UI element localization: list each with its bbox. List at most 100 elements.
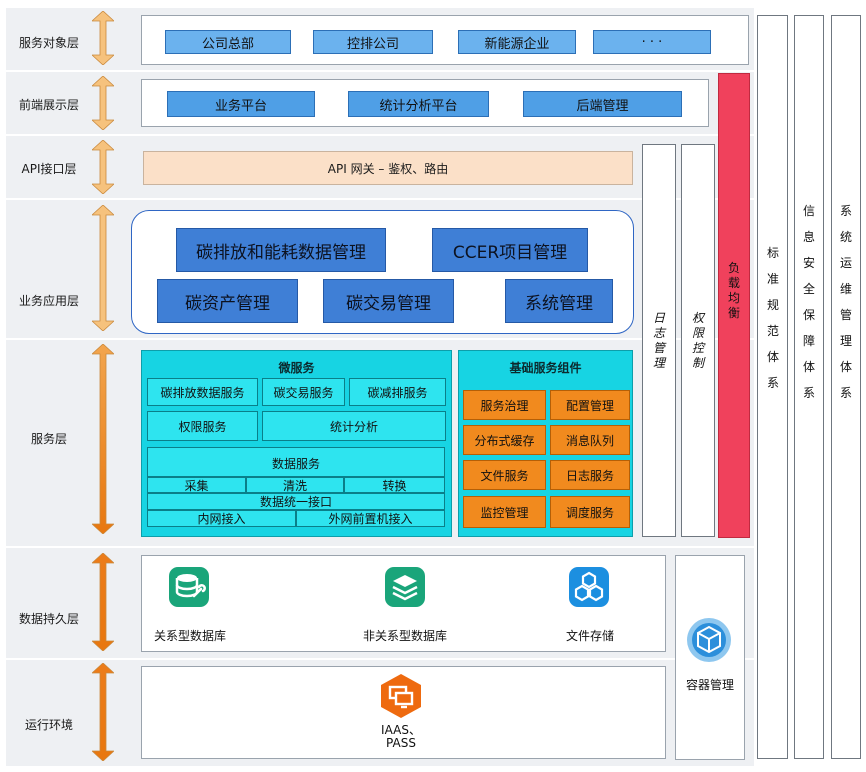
load-balance-label: 负载均衡 [727, 262, 741, 322]
vertical-char: 权 [691, 311, 704, 325]
layer-label-service-object: 服务对象层 [18, 36, 79, 50]
api-gateway: API 网关 – 鉴权、路由 [143, 151, 633, 185]
layer-label-api: API接口层 [21, 162, 77, 176]
vertical-char: 衡 [727, 306, 740, 320]
data-service-extranet: 外网前置机接入 [296, 510, 445, 527]
base-component-queue: 消息队列 [550, 425, 630, 455]
layers-stack-icon [383, 565, 427, 613]
business-app-ccer: CCER项目管理 [432, 228, 588, 272]
microservice-trade: 碳交易服务 [262, 378, 345, 406]
layer-label-persistence: 数据持久层 [18, 612, 79, 626]
server-screens-icon [377, 672, 425, 724]
container-label: 容器管理 [685, 678, 734, 692]
hexagon-cluster-icon [567, 565, 611, 613]
vertical-char: 体 [766, 350, 779, 364]
double-headed-arrow-icon [92, 553, 114, 651]
vertical-char: 负 [727, 261, 740, 275]
vertical-char: 系 [839, 386, 852, 400]
security-column [794, 15, 824, 759]
log-management-column [642, 144, 676, 537]
vertical-char: 规 [766, 298, 779, 312]
vertical-char: 理 [839, 334, 852, 348]
frontend-business-platform: 业务平台 [167, 91, 315, 117]
data-service-box: 数据服务 [147, 447, 445, 477]
runtime-label-line1: IAAS、 [381, 723, 421, 737]
cube-box-icon [686, 617, 732, 667]
data-service-intranet: 内网接入 [147, 510, 296, 527]
vertical-char: 范 [766, 324, 779, 338]
vertical-char: 息 [802, 230, 815, 244]
vertical-char: 安 [802, 256, 815, 270]
business-app-carbon-asset: 碳资产管理 [157, 279, 298, 323]
double-headed-arrow-icon [92, 76, 114, 130]
base-component-file: 文件服务 [463, 460, 546, 490]
vertical-char: 日 [652, 311, 665, 325]
vertical-char: 准 [766, 272, 779, 286]
vertical-char: 系 [839, 204, 852, 218]
ops-column [831, 15, 861, 759]
standards-label: 标准规范体系 [766, 247, 780, 403]
vertical-char: 全 [802, 282, 815, 296]
base-component-cache: 分布式缓存 [463, 425, 546, 455]
vertical-char: 障 [802, 334, 815, 348]
double-headed-arrow-icon [92, 11, 114, 65]
service-object-new-energy: 新能源企业 [458, 30, 576, 54]
runtime-label-line2: PASS [386, 736, 416, 750]
service-object-more: · · · [593, 30, 711, 54]
vertical-char: 信 [802, 204, 815, 218]
data-service-collect: 采集 [147, 477, 246, 493]
vertical-char: 限 [691, 326, 704, 340]
frontend-backend-management: 后端管理 [523, 91, 682, 117]
database-wrench-icon [167, 565, 211, 613]
base-component-governance: 服务治理 [463, 390, 546, 420]
vertical-char: 维 [839, 282, 852, 296]
vertical-char: 系 [802, 386, 815, 400]
business-app-system-management: 系统管理 [505, 279, 613, 323]
permission-control-label: 权限控制 [691, 312, 705, 372]
business-app-emission-data: 碳排放和能耗数据管理 [176, 228, 386, 272]
vertical-char: 管 [839, 308, 852, 322]
data-service-clean: 清洗 [246, 477, 344, 493]
vertical-char: 志 [652, 326, 665, 340]
microservice-title: 微服务 [278, 361, 315, 375]
layer-label-business: 业务应用层 [18, 294, 79, 308]
vertical-char: 体 [802, 360, 815, 374]
data-service-interface: 数据统一接口 [147, 493, 445, 510]
vertical-char: 运 [839, 256, 852, 270]
double-headed-arrow-icon [92, 140, 114, 194]
microservice-permission: 权限服务 [147, 411, 258, 441]
double-headed-arrow-icon [92, 205, 114, 331]
layer-label-service: 服务层 [30, 432, 67, 446]
vertical-char: 管 [652, 341, 665, 355]
layer-label-frontend: 前端展示层 [18, 98, 79, 112]
vertical-char: 理 [652, 356, 665, 370]
double-headed-arrow-icon [92, 663, 114, 761]
vertical-char: 体 [839, 360, 852, 374]
microservice-statistics: 统计分析 [262, 411, 446, 441]
ops-label: 系统运维管理体系 [839, 205, 853, 413]
relational-db-label: 关系型数据库 [153, 629, 226, 643]
security-label: 信息安全保障体系 [802, 205, 816, 413]
service-object-hq: 公司总部 [165, 30, 291, 54]
layer-label-runtime: 运行环境 [24, 718, 73, 732]
vertical-char: 保 [802, 308, 815, 322]
microservice-reduction: 碳减排服务 [349, 378, 446, 406]
vertical-char: 统 [839, 230, 852, 244]
base-component-log: 日志服务 [550, 460, 630, 490]
file-storage-label: 文件存储 [565, 629, 614, 643]
standards-column [757, 15, 788, 759]
business-app-carbon-trade: 碳交易管理 [323, 279, 454, 323]
load-balance-column [718, 73, 750, 538]
microservice-emission-data: 碳排放数据服务 [147, 378, 258, 406]
double-headed-arrow-icon [92, 344, 114, 534]
frontend-statistics-platform: 统计分析平台 [348, 91, 489, 117]
vertical-char: 载 [727, 276, 740, 290]
base-component-schedule: 调度服务 [550, 496, 630, 528]
service-object-control-company: 控排公司 [313, 30, 433, 54]
nonrelational-db-label: 非关系型数据库 [362, 629, 447, 643]
log-management-label: 日志管理 [652, 312, 666, 372]
data-service-title: 数据服务 [271, 457, 320, 471]
base-component-monitor: 监控管理 [463, 496, 546, 528]
permission-control-column [681, 144, 715, 537]
base-component-title: 基础服务组件 [509, 361, 582, 375]
